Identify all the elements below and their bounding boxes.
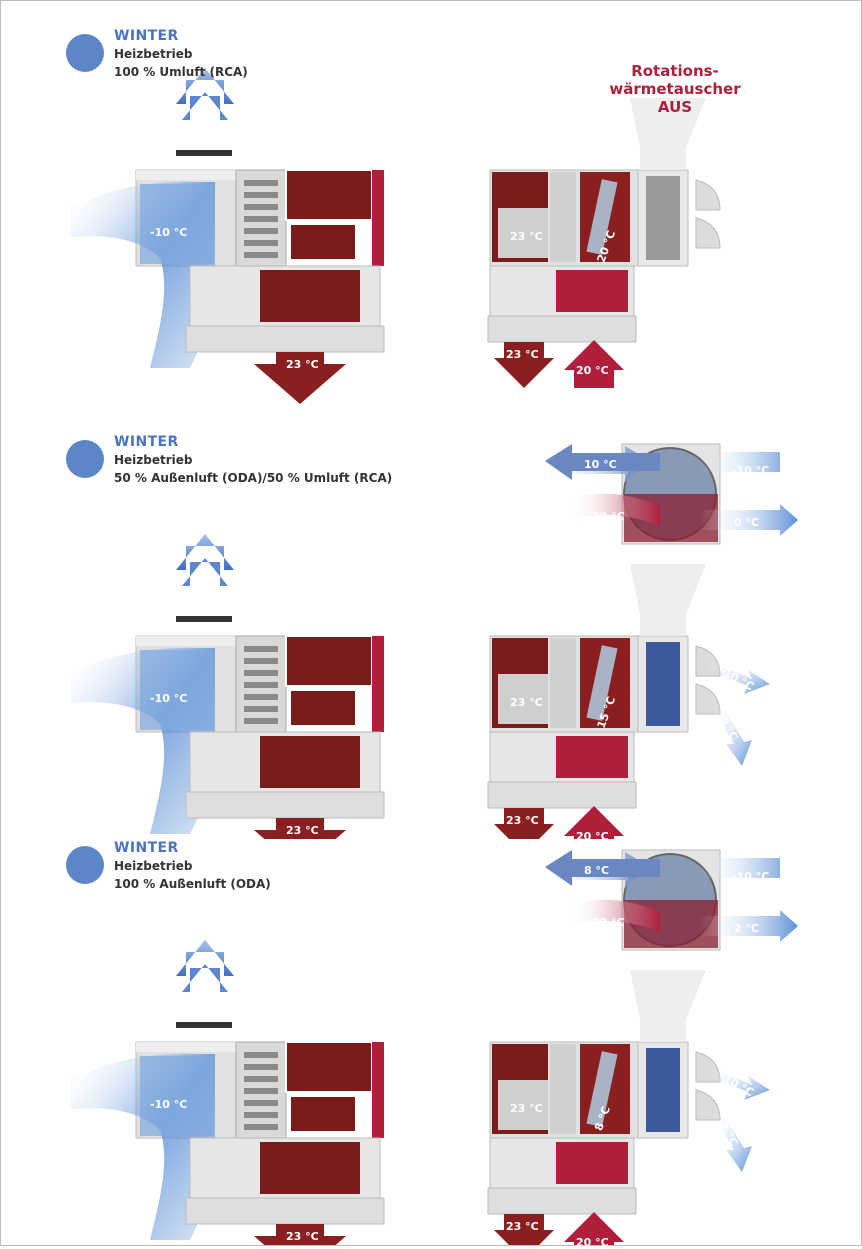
supply-temp-label: 23 °C: [286, 824, 319, 837]
mode-line-2: 100 % Außenluft (ODA): [114, 877, 271, 891]
mode-panel: WINTER Heizbetrieb 100 % Umluft (RCA) -1…: [0, 28, 862, 433]
rotor-temp-rotor-outside: -10 °C: [732, 870, 770, 883]
season-label: WINTER: [114, 28, 179, 44]
rotor-temp-rotor-return: 20 °C: [592, 916, 625, 929]
rotor-temp-rotor-exhaust: 10 °C: [584, 458, 617, 471]
season-label: WINTER: [114, 840, 179, 856]
mode-line-2: 100 % Umluft (RCA): [114, 65, 248, 79]
return-in-label: 20 °C: [576, 364, 609, 377]
room-temp-label: 23 °C: [510, 230, 543, 243]
supply-out-label: 23 °C: [506, 814, 539, 827]
mode-line-2: 50 % Außenluft (ODA)/50 % Umluft (RCA): [114, 471, 393, 485]
mode-line-1: Heizbetrieb: [114, 47, 193, 61]
exhaust-up-arrow: [176, 534, 234, 586]
return-in-label: 20 °C: [576, 830, 609, 843]
room-temp-label: 23 °C: [510, 1102, 543, 1115]
exhaust-up-arrow: [176, 68, 234, 120]
rotor-temp-rotor-exhaust: 8 °C: [584, 864, 610, 877]
supply-temp-label: 23 °C: [286, 1230, 319, 1243]
mode-panel: WINTER Heizbetrieb 50 % Außenluft (ODA)/…: [0, 434, 862, 843]
supply-out-label: 23 °C: [506, 1220, 539, 1233]
mode-line-1: Heizbetrieb: [114, 859, 193, 873]
supply-out-label: 23 °C: [506, 348, 539, 361]
season-label: WINTER: [114, 434, 179, 450]
exhaust-up-arrow: [176, 940, 234, 992]
mode-panel: WINTER Heizbetrieb 100 % Außenluft (ODA)…: [0, 840, 862, 1249]
return-in-label: 20 °C: [576, 1236, 609, 1249]
room-temp-label: 23 °C: [510, 696, 543, 709]
rotor-temp-rotor-after: 2 °C: [734, 922, 760, 935]
mode-line-1: Heizbetrieb: [114, 453, 193, 467]
outside-temp-label: -10 °C: [150, 1098, 188, 1111]
snowflake-cloud-icon: [66, 34, 104, 72]
rotor-temp-rotor-after: 0 °C: [734, 516, 760, 529]
outside-temp-label: -10 °C: [150, 226, 188, 239]
outside-temp-label: -10 °C: [150, 692, 188, 705]
supply-temp-label: 23 °C: [286, 358, 319, 371]
rotor-temp-rotor-return: 20 °C: [592, 510, 625, 523]
snowflake-cloud-icon: [66, 440, 104, 478]
snowflake-cloud-icon: [66, 846, 104, 884]
rotor-temp-rotor-outside: -10 °C: [732, 464, 770, 477]
rotor-status-label: Rotations- wärmetauscher AUS: [609, 62, 741, 116]
